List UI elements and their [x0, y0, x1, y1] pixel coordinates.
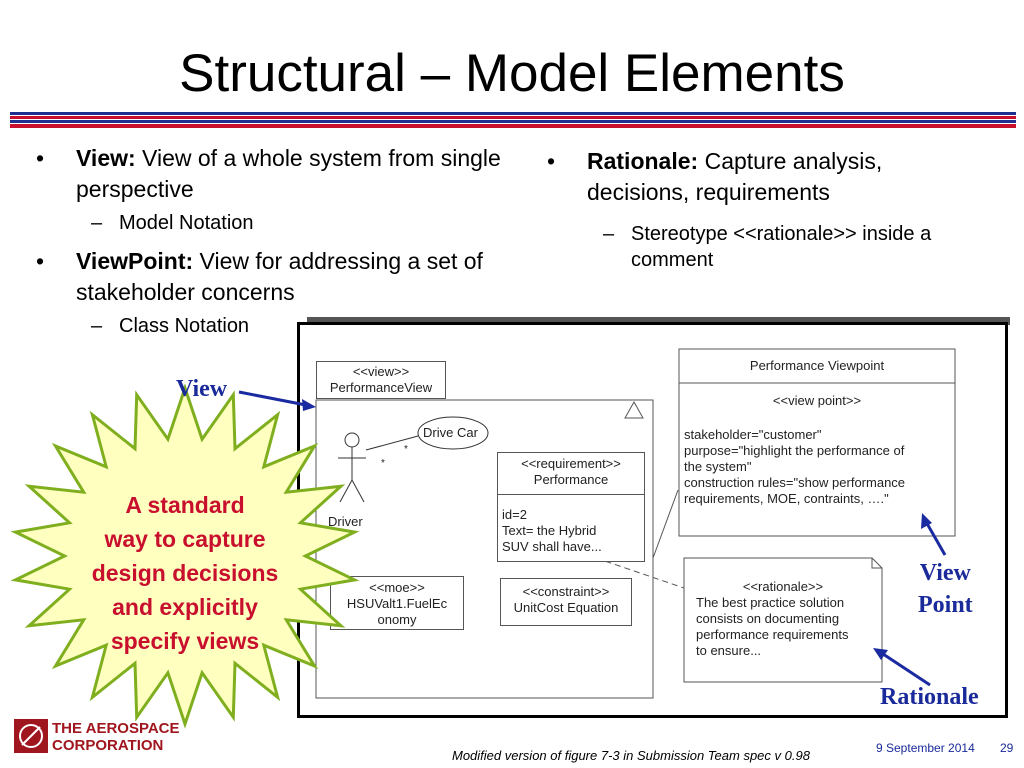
- footer-caption: Modified version of figure 7-3 in Submis…: [452, 748, 810, 763]
- logo-wordmark: THE AEROSPACE CORPORATION: [52, 720, 180, 754]
- view-stereotype: <<view>>: [352, 364, 410, 379]
- actor-label: Driver: [328, 514, 363, 529]
- requirement-box: <<requirement>> Performance id=2 Text= t…: [497, 452, 645, 562]
- aerospace-logo-icon: [14, 719, 48, 753]
- logo-line-2: CORPORATION: [52, 737, 164, 754]
- multiplicity-a: *: [381, 458, 385, 469]
- viewpoint-line: the system": [684, 459, 752, 474]
- sub-class-notation: –Class Notation: [91, 315, 250, 337]
- requirement-text-1: Text= the Hybrid: [502, 523, 597, 538]
- constraint-name: UnitCost Equation: [513, 600, 619, 615]
- star-line: A standard: [125, 492, 245, 518]
- star-line: design decisions: [91, 560, 279, 586]
- callout-viewpoint: View Point: [918, 557, 973, 621]
- footer-date: 9 September 2014: [876, 741, 975, 755]
- star-line: and explicitly: [112, 594, 258, 620]
- requirement-text-2: SUV shall have...: [502, 539, 602, 554]
- rationale-note: <<rationale>> The best practice solution…: [684, 579, 882, 659]
- requirement-name: Performance: [533, 472, 609, 487]
- page-number: 29: [1000, 741, 1014, 755]
- moe-line-1: HSUValt1.FuelEc: [346, 596, 448, 611]
- view-name: PerformanceView: [329, 380, 433, 395]
- rationale-stereotype: <<rationale>>: [742, 579, 824, 594]
- viewpoint-stereotype: <<view point>>: [772, 393, 862, 408]
- viewpoint-body: stakeholder="customer" purpose="highligh…: [684, 427, 954, 507]
- moe-box: <<moe>> HSUValt1.FuelEc onomy: [330, 576, 464, 630]
- sub-model-notation: –Model Notation: [91, 212, 254, 234]
- star-line: way to capture: [104, 526, 266, 552]
- requirement-id: id=2: [502, 507, 527, 522]
- slide-title: Structural – Model Elements: [179, 44, 845, 103]
- requirement-stereotype: <<requirement>>: [521, 456, 621, 471]
- use-case-label: Drive Car: [423, 425, 478, 440]
- viewpoint-line: construction rules="show performance: [684, 475, 906, 490]
- moe-line-2: onomy: [377, 612, 417, 627]
- star-line: specify views: [110, 628, 260, 654]
- rationale-line: consists on documenting: [696, 611, 840, 626]
- rationale-line: to ensure...: [696, 643, 762, 658]
- constraint-box: <<constraint>> UnitCost Equation: [500, 578, 632, 626]
- rationale-line: The best practice solution: [696, 595, 845, 610]
- moe-stereotype: <<moe>>: [369, 580, 425, 595]
- starburst: [10, 384, 360, 729]
- callout-viewpoint-line-2: Point: [918, 592, 973, 618]
- multiplicity-b: *: [404, 444, 408, 455]
- bullet-view: •View: View of a whole system from singl…: [36, 145, 501, 202]
- viewpoint-line: purpose="highlight the performance of: [684, 443, 905, 458]
- bullet-viewpoint: •ViewPoint: View for addressing a set of…: [36, 248, 483, 305]
- viewpoint-line: stakeholder="customer": [684, 427, 822, 442]
- callout-viewpoint-line-1: View: [919, 560, 971, 586]
- bullet-rationale: •Rationale: Capture analysis, decisions,…: [547, 148, 883, 205]
- starburst-text: A standard way to capture design decisio…: [60, 488, 310, 658]
- rationale-line: performance requirements: [696, 627, 849, 642]
- logo-line-1: THE AEROSPACE: [52, 720, 180, 737]
- sub-stereotype: –Stereotype <<rationale>> inside a comme…: [603, 223, 932, 271]
- viewpoint-title: Performance Viewpoint: [749, 358, 885, 373]
- diagram-shadow: [307, 317, 1010, 325]
- viewpoint-line: requirements, MOE, contraints, ….": [684, 491, 889, 506]
- title-rules: [10, 112, 1016, 128]
- callout-rationale: Rationale: [880, 684, 979, 710]
- callout-view: View: [176, 376, 228, 402]
- performance-view-box: <<view>> PerformanceView: [316, 361, 446, 399]
- constraint-stereotype: <<constraint>>: [522, 584, 610, 599]
